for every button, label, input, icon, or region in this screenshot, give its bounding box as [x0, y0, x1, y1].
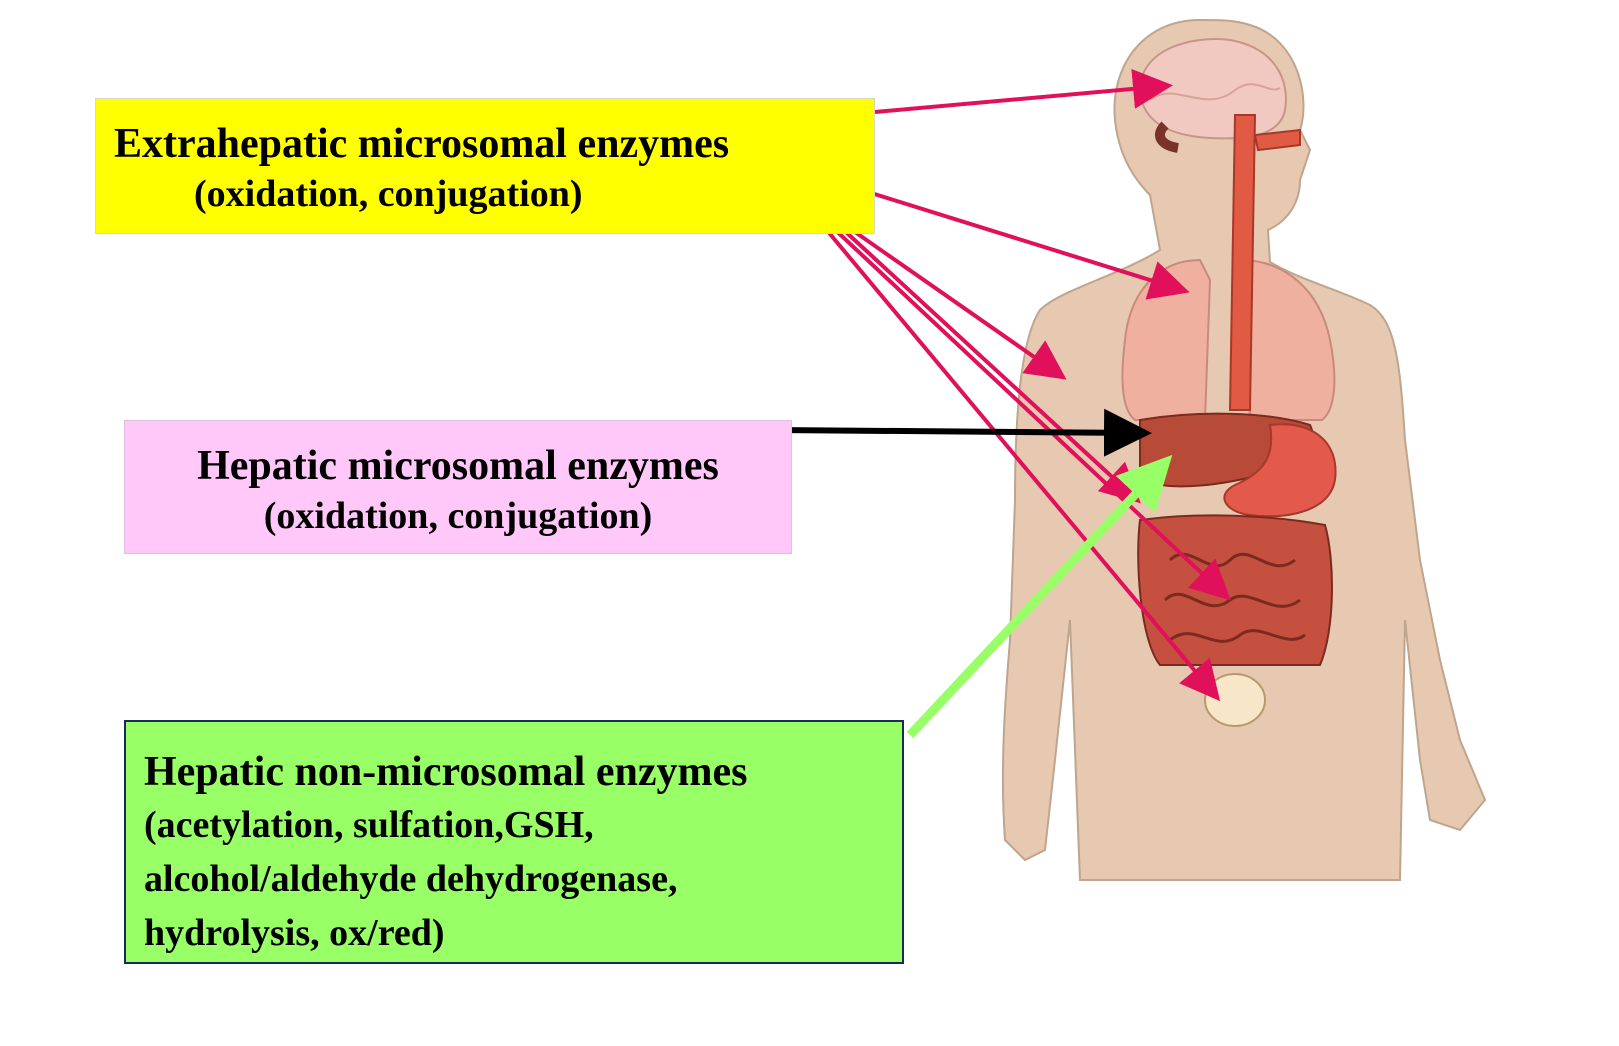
- arrow-hepatic-to-liver: [774, 408, 1152, 457]
- bladder: [1204, 673, 1266, 727]
- arrow-to-intestine-2: [828, 223, 1231, 601]
- stomach: [1223, 423, 1337, 518]
- extrahepatic-title: Extrahepatic microsomal enzymes: [114, 121, 730, 167]
- non-microsomal-line-1: (acetylation, sulfation,GSH,: [144, 804, 594, 846]
- hepatic-microsomal-box: Hepatic microsomal enzymes (oxidation, c…: [124, 420, 792, 554]
- arrow-to-intestine-1: [833, 220, 1141, 504]
- arrow-nonmicrosomal-to-liver: [906, 454, 1173, 739]
- non-microsomal-line-2: alcohol/aldehyde dehydrogenase,: [144, 858, 678, 900]
- hepatic-microsomal-title: Hepatic microsomal enzymes: [197, 443, 719, 489]
- extrahepatic-subtitle: (oxidation, conjugation): [194, 173, 583, 215]
- hepatic-microsomal-subtitle: (oxidation, conjugation): [263, 495, 653, 537]
- esophagus: [1228, 114, 1257, 411]
- hepatic-non-microsomal-box: Hepatic non-microsomal enzymes (acetylat…: [124, 720, 904, 964]
- arrow-to-skin: [843, 223, 1067, 380]
- non-microsomal-line-3: hydrolysis, ox/red): [144, 912, 445, 954]
- hepatic-non-microsomal-title: Hepatic non-microsomal enzymes: [144, 749, 748, 795]
- intestines: [1137, 514, 1333, 666]
- extrahepatic-box: Extrahepatic microsomal enzymes (oxidati…: [95, 98, 875, 234]
- right-lung: [1238, 258, 1336, 421]
- arrow-to-bladder: [823, 226, 1221, 702]
- arrow-to-lung: [867, 190, 1190, 300]
- brain: [1138, 38, 1287, 140]
- arrow-to-brain: [874, 68, 1173, 114]
